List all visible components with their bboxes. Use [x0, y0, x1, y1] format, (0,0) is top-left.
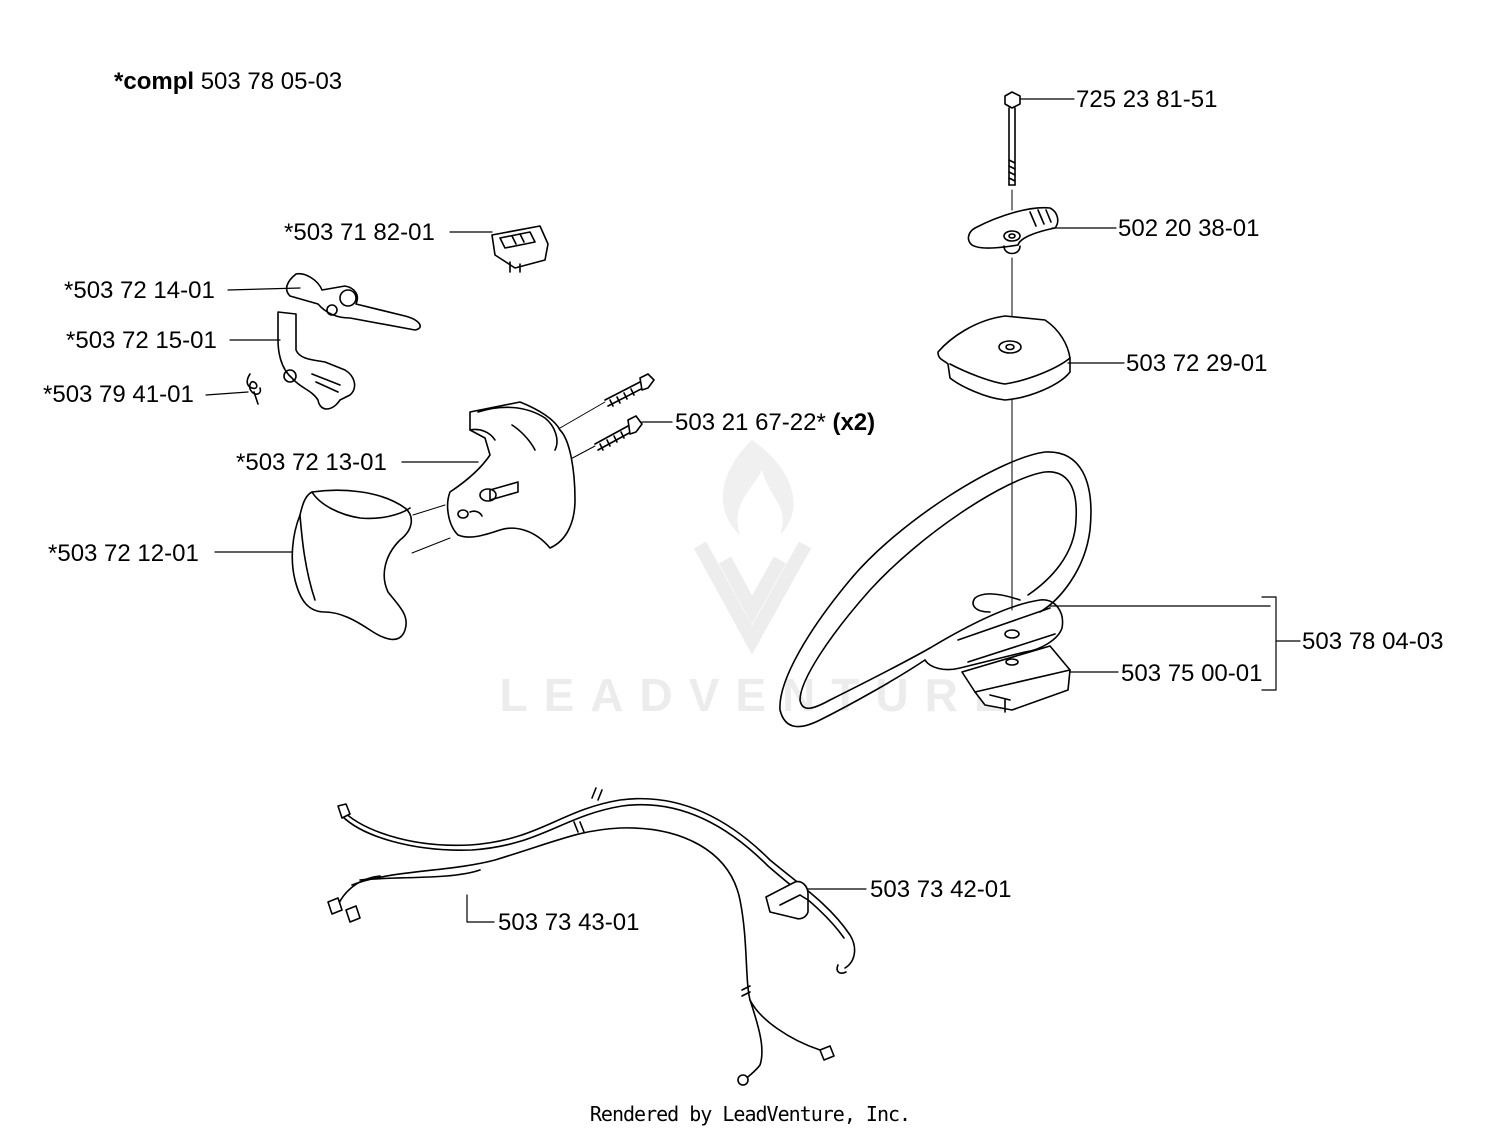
knob-part: [967, 206, 1059, 255]
part-label-spring[interactable]: *503 79 41-01: [43, 381, 194, 408]
part-label-throttle-lockout[interactable]: *503 72 15-01: [66, 327, 217, 354]
part-label-handle-cover[interactable]: *503 72 12-01: [48, 540, 199, 567]
watermark-text: LEADVENTURE: [499, 669, 1021, 721]
leader-lines: [205, 98, 1301, 923]
handle-housing-part: [446, 401, 576, 549]
part-label-switch[interactable]: *503 71 82-01: [284, 219, 435, 246]
part-label-screws[interactable]: 503 21 67-22* (x2): [675, 409, 875, 437]
clamp-part: [937, 315, 1071, 401]
part-label-wire-harness-a[interactable]: 503 73 42-01: [870, 876, 1012, 903]
throttle-trigger-part: [285, 272, 421, 331]
switch-part: [491, 225, 549, 273]
part-label-handle-bracket[interactable]: 503 75 00-01: [1121, 660, 1263, 687]
wire-harness-b-part: [327, 821, 835, 1086]
spring-part: [246, 373, 262, 405]
part-label-knob[interactable]: 502 20 38-01: [1118, 215, 1260, 242]
compl-number: 503 78 05-03: [200, 68, 343, 95]
wire-harness-a-part: [337, 787, 856, 974]
loop-handle-part: [779, 451, 1092, 728]
screws-quantity: (x2): [832, 409, 876, 436]
screws-part: [594, 373, 655, 451]
part-label-wire-harness-b[interactable]: 503 73 43-01: [498, 909, 640, 936]
compl-prefix: *compl: [114, 68, 195, 95]
handle-bracket-part: [961, 645, 1071, 713]
throttle-lockout-part: [277, 311, 356, 410]
part-label-bolt[interactable]: 725 23 81-51: [1076, 86, 1218, 113]
part-label-clamp[interactable]: 503 72 29-01: [1126, 350, 1268, 377]
footer-credit: Rendered by LeadVenture, Inc.: [589, 1102, 911, 1126]
part-label-throttle-trigger[interactable]: *503 72 14-01: [64, 277, 215, 304]
part-label-handle-assembly[interactable]: 503 78 04-03: [1302, 628, 1444, 655]
bolt-part: [1004, 91, 1021, 186]
handle-cover-part: [291, 489, 413, 641]
compl-label: *compl 503 78 05-03: [114, 68, 342, 96]
part-label-handle-housing[interactable]: *503 72 13-01: [236, 449, 387, 476]
screws-number: 503 21 67-22*: [675, 409, 826, 436]
